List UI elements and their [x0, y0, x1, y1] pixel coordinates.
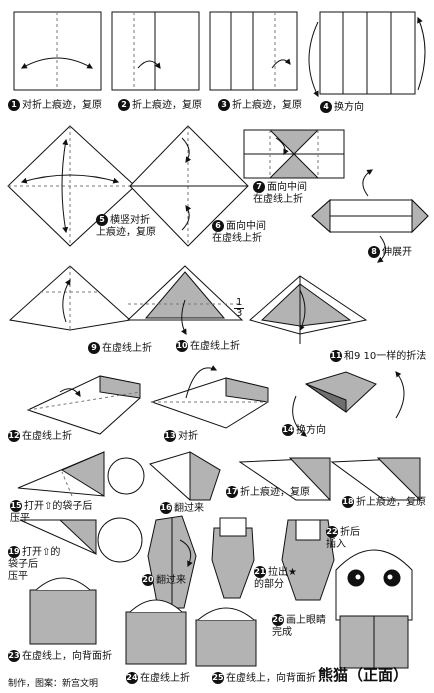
step-19-figure: [19, 517, 143, 563]
step-1-figure: [13, 11, 102, 91]
step-16-figure: [149, 451, 221, 501]
panda-face-figure: [335, 549, 413, 669]
step-24-figure: [125, 599, 187, 665]
step-9-figure: [8, 265, 132, 331]
step-8-figure: [311, 169, 429, 263]
page-title: 熊猫（正面）: [318, 666, 409, 684]
step-23-figure: [29, 577, 97, 645]
step-14-figure: [292, 371, 405, 437]
step-22-figure: [281, 519, 335, 601]
step-4-figure: [308, 11, 426, 98]
step-25-figure: [195, 607, 257, 667]
step-5-figure: [7, 125, 136, 247]
step-15-figure: [17, 451, 145, 497]
step-12-figure: [26, 375, 141, 435]
step-11-figure: [248, 275, 368, 344]
step-10-figure: [126, 265, 244, 336]
step-7-figure: [243, 129, 345, 179]
step-2-figure: [111, 11, 200, 91]
step-17-figure: [238, 457, 331, 502]
step-3-figure: [209, 11, 298, 91]
step-21-figure: [211, 517, 255, 599]
step-18-figure: [330, 457, 421, 502]
step-6-figure: [129, 125, 249, 247]
step-13-figure: [150, 365, 269, 429]
credit-line: 制作，图案：新宫文明: [8, 679, 99, 689]
step-20-figure: [147, 515, 197, 609]
